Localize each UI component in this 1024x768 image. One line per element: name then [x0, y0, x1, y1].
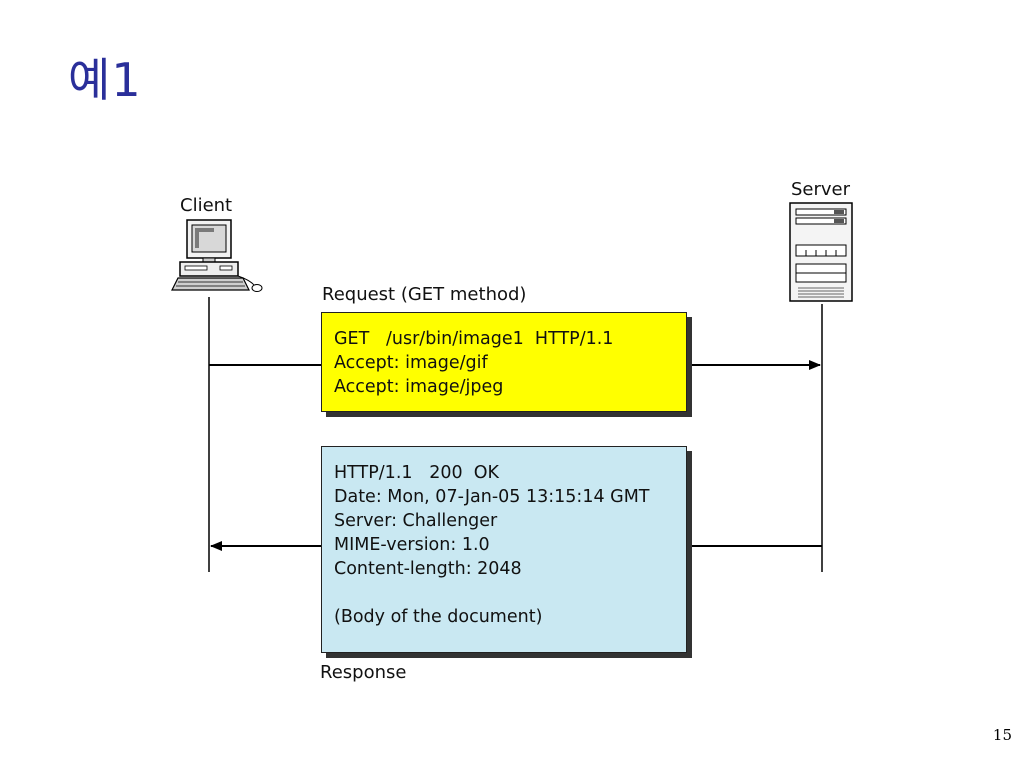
response-line-7: (Body of the document) [334, 607, 543, 627]
request-caption: Request (GET method) [322, 284, 527, 305]
client-label: Client [180, 195, 233, 216]
response-line-5: Content-length: 2048 [334, 559, 522, 579]
response-message-box: HTTP/1.1 200 OK Date: Mon, 07-Jan-05 13:… [321, 446, 687, 653]
response-line-2: Date: Mon, 07-Jan-05 13:15:14 GMT [334, 487, 650, 507]
response-line-3: Server: Challenger [334, 511, 498, 531]
request-line-1: GET /usr/bin/image1 HTTP/1.1 [334, 329, 614, 349]
request-line-3: Accept: image/jpeg [334, 377, 504, 397]
request-message-box: GET /usr/bin/image1 HTTP/1.1 Accept: ima… [321, 312, 687, 412]
response-line-6 [334, 581, 674, 605]
request-line-2: Accept: image/gif [334, 353, 488, 373]
server-label: Server [791, 179, 851, 200]
server-tower-icon [789, 202, 853, 302]
response-line-4: MIME-version: 1.0 [334, 535, 490, 555]
slide-title: 예1 [68, 53, 142, 107]
client-computer-icon [171, 219, 263, 292]
response-caption: Response [320, 662, 407, 683]
response-line-1: HTTP/1.1 200 OK [334, 463, 499, 483]
slide-number: 15 [992, 726, 1012, 744]
